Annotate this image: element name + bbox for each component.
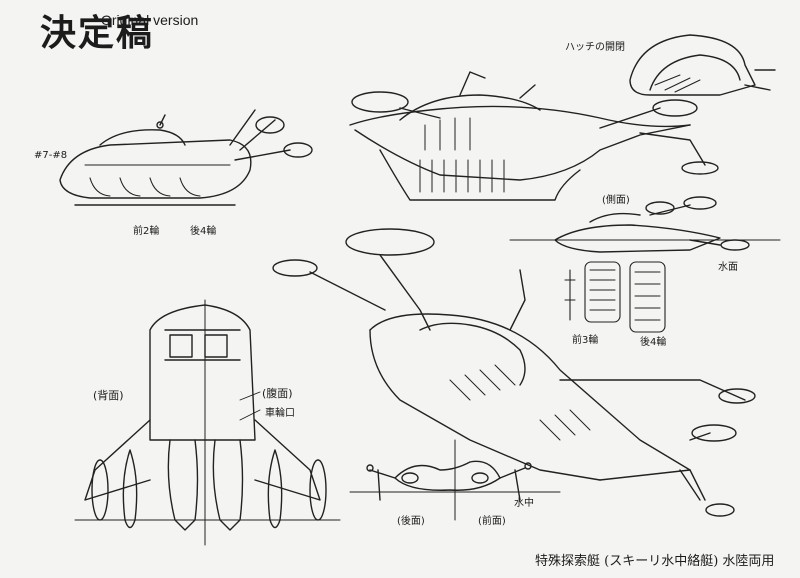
front-wheels-label: 前2輪 [133, 226, 160, 237]
rear-label-small: 後4輪 [640, 337, 667, 348]
side-view-main-drawing [349, 71, 719, 201]
perspective-view-drawing [272, 228, 756, 517]
belly-view-label: (腹面) [262, 387, 293, 400]
small-front-rear-view-drawing [349, 439, 561, 521]
front-view-label: (前面) [478, 516, 506, 527]
side-view-label: (側面) [602, 195, 630, 206]
wheel-bay-label: 車輪口 [265, 408, 295, 419]
hatch-label: ハッチの開閉 [565, 42, 625, 53]
side-view-wheeled-drawing [59, 109, 313, 206]
hatch-detail-drawing [629, 34, 776, 96]
title-stamp: 決定稿 [40, 12, 155, 54]
rear-wheels-label: 後4輪 [190, 226, 217, 237]
water-surface-label: 水面 [718, 262, 738, 273]
sheet-title: 特殊探索艇 (スキーリ水中絡艇) 水陸両用 [535, 554, 775, 569]
front-back-view-drawing [74, 299, 341, 546]
wheel-detail-drawing [564, 261, 666, 333]
version-label: Original version [101, 12, 199, 28]
page-number: #7-#8 [34, 150, 68, 161]
rear-view-label: (後面) [397, 516, 425, 527]
underwater-label: 水中 [514, 498, 534, 509]
side-view-small-drawing [509, 196, 781, 253]
back-view-label: (背面) [93, 389, 124, 402]
front-label-small: 前3輪 [572, 335, 599, 346]
